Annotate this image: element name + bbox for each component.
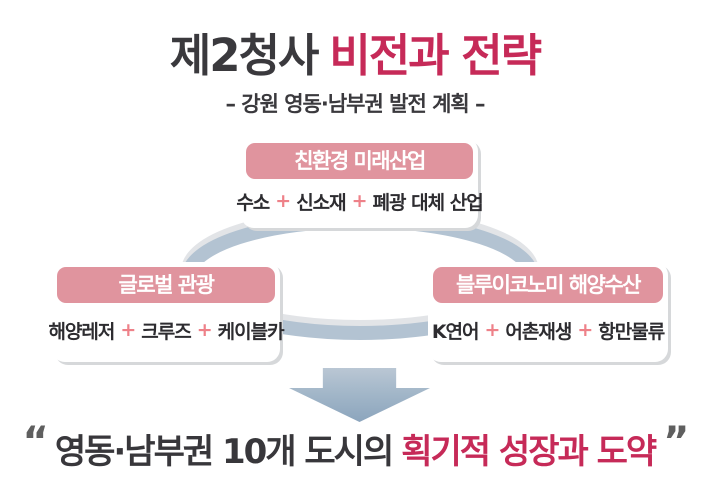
title-dark-part: 제2청사 [169,29,320,82]
card-item: 폐광 대체 산업 [372,191,484,214]
plus-separator: + [351,190,368,212]
card-item: 크루즈 [141,320,191,343]
card-item: 해양레저 [48,320,115,343]
card-items: 해양레저+크루즈+케이블카 [48,303,284,357]
card-item: 어촌재생 [505,320,572,343]
card-item: 케이블카 [217,320,285,343]
plus-separator: + [275,190,291,212]
card-items: K연어+어촌재생+항만물류 [431,303,665,357]
card-item: K연어 [431,320,480,343]
plus-separator: + [120,319,136,341]
card-header: 글로벌 관광 [57,267,275,303]
plus-separator: + [484,319,501,341]
card-blue-economy: 블루이코노미 해양수산 K연어+어촌재생+항만물류 [428,262,668,362]
card-item: 신소재 [296,191,346,214]
card-item: 수소 [236,191,270,214]
card-item: 항만물류 [598,320,665,343]
down-arrow-icon [289,368,430,422]
card-header: 블루이코노미 해양수산 [433,267,663,303]
card-items: 수소+신소재+폐광 대체 산업 [236,179,483,223]
card-header: 친환경 미래산업 [246,143,473,179]
plus-separator: + [196,319,213,341]
close-quote-icon: ” [663,419,689,465]
quote-dark-part: 영동·남부권 10개 도시의 [54,432,394,472]
open-quote-icon: “ [22,419,49,465]
page-subtitle: – 강원 영동·남부권 발전 계획 – [225,92,485,116]
plus-separator: + [577,319,593,341]
title-red-part: 비전과 전략 [329,29,542,82]
card-eco-future-industry: 친환경 미래산업 수소+신소재+폐광 대체 산업 [236,138,484,228]
card-global-tourism: 글로벌 관광 해양레저+크루즈+케이블카 [48,262,285,362]
quote-red-part: 획기적 성장과 도약 [401,432,657,472]
